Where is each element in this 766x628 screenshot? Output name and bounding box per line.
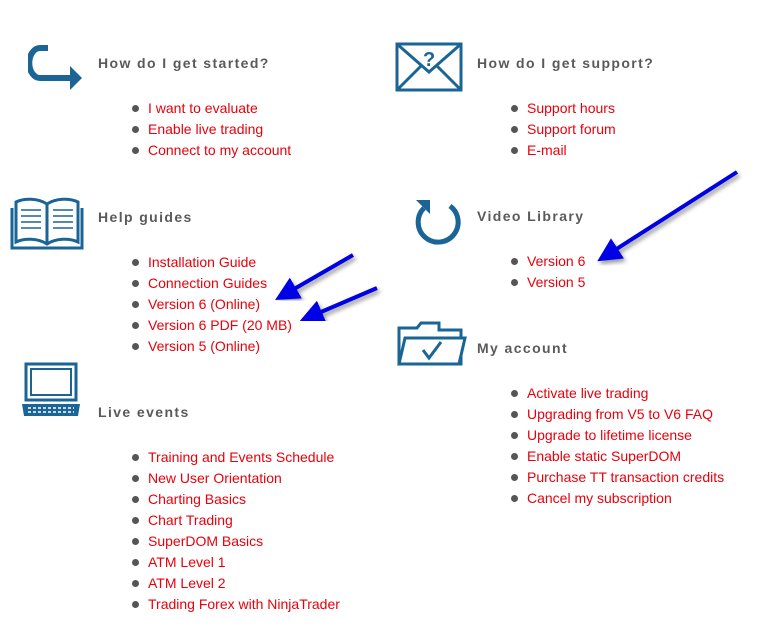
link-tt-credits[interactable]: Purchase TT transaction credits [527, 469, 725, 485]
link-version6-online[interactable]: Version 6 (Online) [148, 296, 261, 312]
list-item: Upgrading from V5 to V6 FAQ [511, 404, 724, 425]
link-evaluate[interactable]: I want to evaluate [148, 100, 258, 116]
list-item: SuperDOM Basics [132, 531, 340, 552]
link-connect-account[interactable]: Connect to my account [148, 142, 292, 158]
list-item: Connection Guides [132, 273, 292, 294]
list-item: Installation Guide [132, 252, 292, 273]
list-item: New User Orientation [132, 468, 340, 489]
live-events-list: Training and Events Schedule New User Or… [132, 447, 340, 615]
arrow-icon [597, 170, 739, 262]
link-installation-guide[interactable]: Installation Guide [148, 254, 257, 270]
link-lifetime-license[interactable]: Upgrade to lifetime license [527, 427, 692, 443]
list-item: Version 6 [511, 251, 585, 272]
section-title-video-library: Video Library [477, 208, 585, 224]
list-item: Support hours [511, 98, 616, 119]
list-item: I want to evaluate [132, 98, 291, 119]
link-cancel-subscription[interactable]: Cancel my subscription [527, 490, 672, 506]
svg-text:?: ? [423, 49, 435, 71]
support-list: Support hours Support forum E-mail [511, 98, 616, 161]
link-video-version5[interactable]: Version 5 [527, 274, 586, 290]
laptop-icon [22, 362, 80, 416]
list-item: Charting Basics [132, 489, 340, 510]
arrow-icon [299, 286, 378, 323]
link-training-schedule[interactable]: Training and Events Schedule [148, 449, 335, 465]
video-library-list: Version 6 Version 5 [511, 251, 585, 293]
list-item: ATM Level 2 [132, 573, 340, 594]
list-item: Purchase TT transaction credits [511, 467, 724, 488]
link-static-superdom[interactable]: Enable static SuperDOM [527, 448, 682, 464]
list-item: Enable static SuperDOM [511, 446, 724, 467]
list-item: ATM Level 1 [132, 552, 340, 573]
book-icon [10, 197, 84, 250]
link-version5-online[interactable]: Version 5 (Online) [148, 338, 261, 354]
list-item: Enable live trading [132, 119, 291, 140]
list-item: Support forum [511, 119, 616, 140]
arrow-icon [275, 253, 355, 301]
list-item: Trading Forex with NinjaTrader [132, 594, 340, 615]
link-video-version6[interactable]: Version 6 [527, 253, 586, 269]
section-title-live-events: Live events [98, 404, 190, 420]
list-item: Version 5 [511, 272, 585, 293]
link-support-forum[interactable]: Support forum [527, 121, 616, 137]
get-started-list: I want to evaluate Enable live trading C… [132, 98, 291, 161]
list-item: Version 6 (Online) [132, 294, 292, 315]
list-item: Version 6 PDF (20 MB) [132, 315, 292, 336]
link-version6-pdf[interactable]: Version 6 PDF (20 MB) [148, 317, 292, 333]
link-atm-level2[interactable]: ATM Level 2 [148, 575, 226, 591]
folder-check-icon [397, 321, 467, 366]
link-charting-basics[interactable]: Charting Basics [148, 491, 247, 507]
link-superdom-basics[interactable]: SuperDOM Basics [148, 533, 264, 549]
refresh-icon [415, 200, 461, 245]
section-title-get-support: How do I get support? [477, 55, 655, 71]
link-email[interactable]: E-mail [527, 142, 567, 158]
curved-arrow-icon [28, 45, 82, 90]
list-item: Connect to my account [132, 140, 291, 161]
envelope-question-icon: ? [395, 42, 463, 92]
link-chart-trading[interactable]: Chart Trading [148, 512, 233, 528]
link-new-user-orientation[interactable]: New User Orientation [148, 470, 282, 486]
section-title-my-account: My account [477, 340, 569, 356]
link-atm-level1[interactable]: ATM Level 1 [148, 554, 226, 570]
help-guides-list: Installation Guide Connection Guides Ver… [132, 252, 292, 357]
link-activate-live-trading[interactable]: Activate live trading [527, 385, 649, 401]
link-upgrade-faq[interactable]: Upgrading from V5 to V6 FAQ [527, 406, 713, 422]
link-connection-guides[interactable]: Connection Guides [148, 275, 268, 291]
list-item: Cancel my subscription [511, 488, 724, 509]
my-account-list: Activate live trading Upgrading from V5 … [511, 383, 724, 509]
list-item: Upgrade to lifetime license [511, 425, 724, 446]
list-item: Chart Trading [132, 510, 340, 531]
section-title-help-guides: Help guides [98, 209, 193, 225]
list-item: Activate live trading [511, 383, 724, 404]
list-item: E-mail [511, 140, 616, 161]
link-trading-forex[interactable]: Trading Forex with NinjaTrader [148, 596, 340, 612]
link-support-hours[interactable]: Support hours [527, 100, 615, 116]
list-item: Version 5 (Online) [132, 336, 292, 357]
section-title-get-started: How do I get started? [98, 55, 270, 71]
link-enable-live-trading[interactable]: Enable live trading [148, 121, 264, 137]
list-item: Training and Events Schedule [132, 447, 340, 468]
